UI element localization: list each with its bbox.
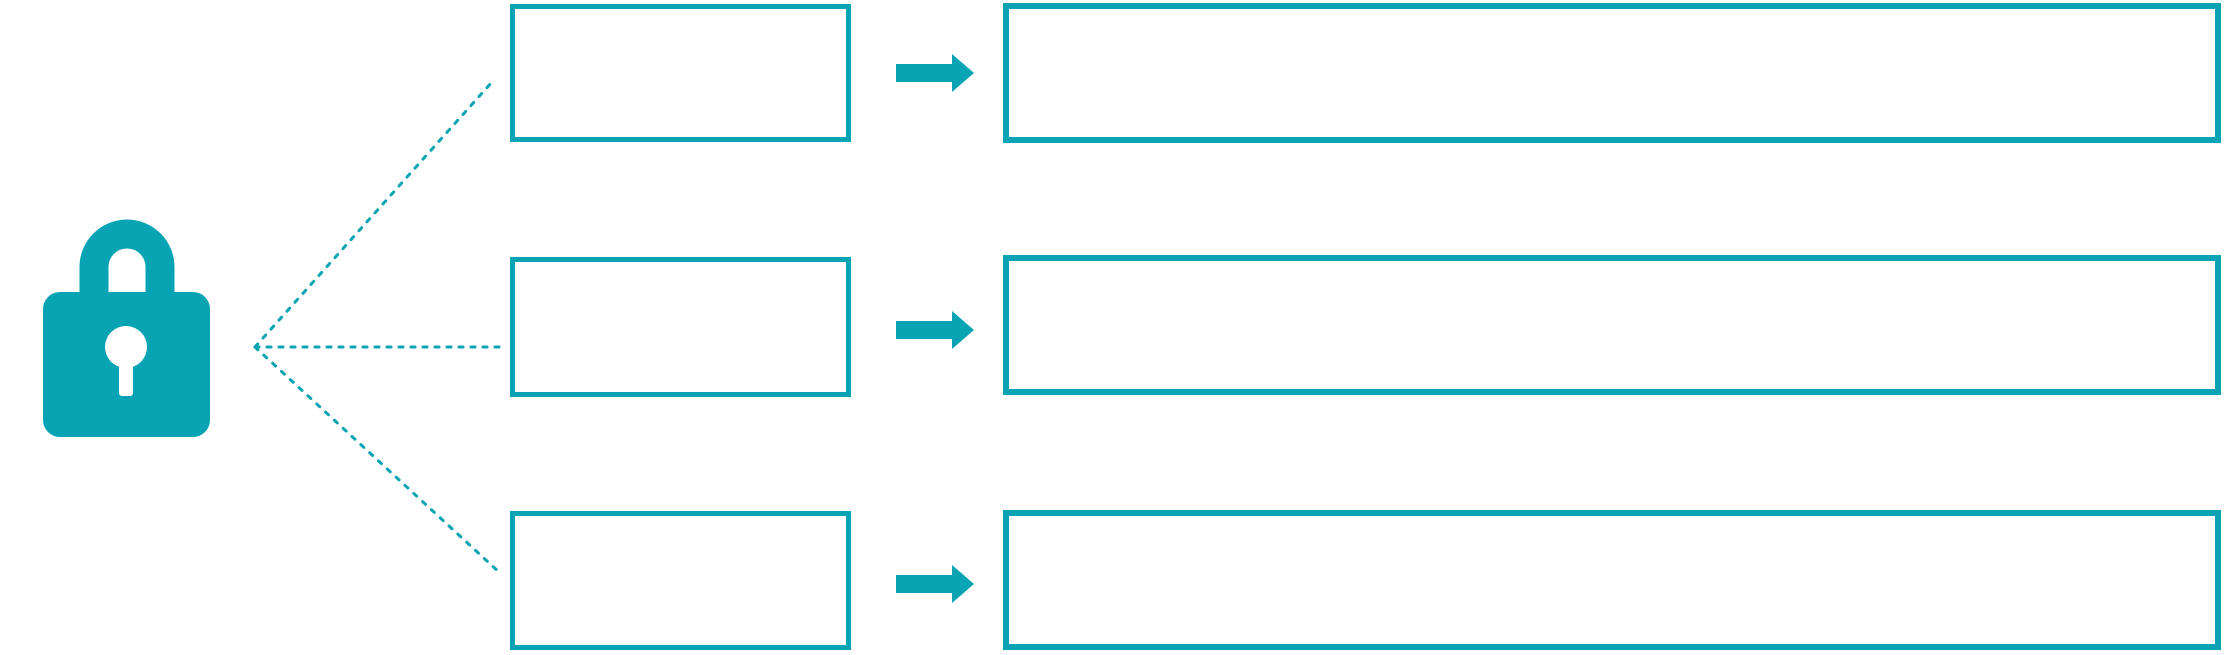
term-box-2 bbox=[510, 257, 851, 397]
connector-line-bottom bbox=[253, 345, 502, 575]
detail-box-3 bbox=[1003, 510, 2221, 650]
right-arrow-icon-2 bbox=[896, 311, 974, 349]
right-arrow-icon-1 bbox=[896, 54, 974, 92]
term-box-3 bbox=[510, 511, 851, 650]
connector-line-top bbox=[253, 80, 494, 349]
term-box-1 bbox=[510, 4, 851, 142]
detail-box-2 bbox=[1003, 255, 2221, 395]
keyhole-stem bbox=[119, 347, 133, 396]
detail-box-1 bbox=[1003, 3, 2221, 143]
padlock-icon bbox=[43, 219, 210, 437]
right-arrow-icon-3 bbox=[896, 565, 974, 603]
padlock-shackle bbox=[79, 219, 175, 296]
